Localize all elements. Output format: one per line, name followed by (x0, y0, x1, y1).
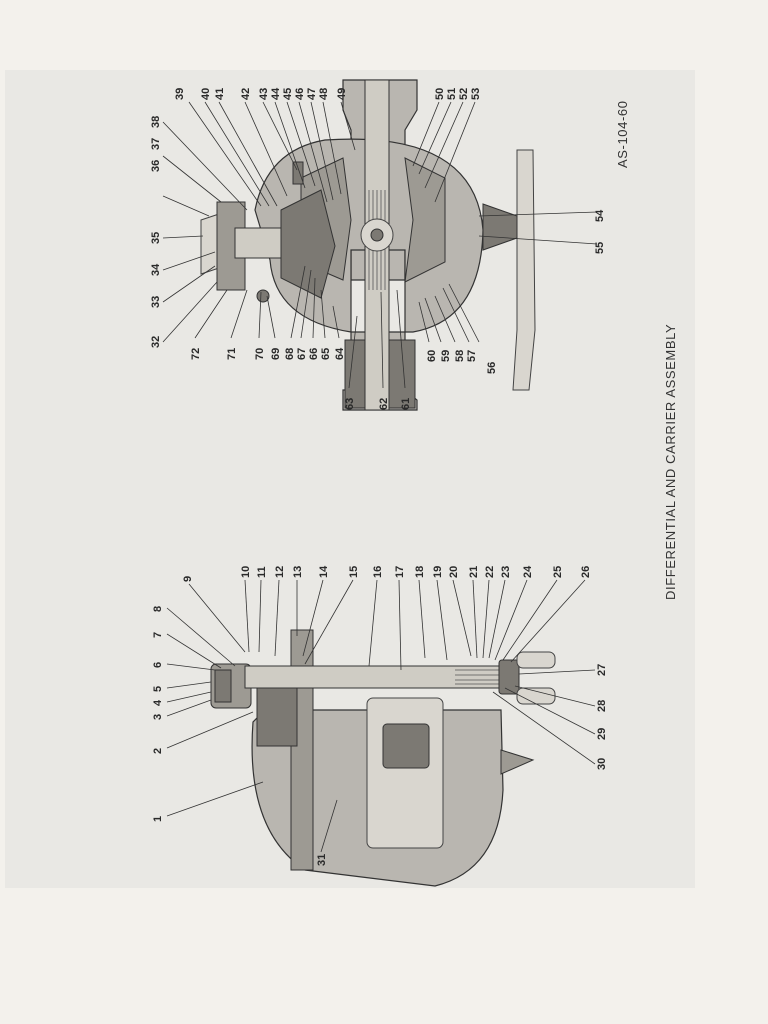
diagram-sheet: 32 33 34 35 36 37 38 39 40 41 42 43 44 4… (5, 70, 695, 888)
callout-41: 41 (214, 88, 226, 100)
callout-1: 1 (152, 816, 164, 822)
callout-19: 19 (432, 566, 444, 578)
callout-24: 24 (522, 565, 534, 578)
callout-47: 47 (306, 88, 318, 100)
callout-6: 6 (152, 662, 164, 668)
callout-20: 20 (448, 566, 460, 578)
callout-35: 35 (150, 232, 162, 244)
leader-lines (162, 101, 598, 853)
callout-27: 27 (596, 664, 608, 676)
callout-5: 5 (152, 686, 164, 692)
plate-number: AS-104-60 (615, 100, 630, 168)
callout-14: 14 (318, 565, 330, 578)
callout-8: 8 (152, 606, 164, 612)
differential-diagram: 32 33 34 35 36 37 38 39 40 41 42 43 44 4… (150, 79, 678, 887)
callout-63: 63 (344, 398, 356, 410)
callout-36: 36 (150, 160, 162, 172)
callout-31: 31 (316, 854, 328, 866)
callout-4: 4 (152, 699, 164, 706)
callout-28: 28 (596, 700, 608, 712)
callout-17: 17 (394, 566, 406, 578)
callout-66: 66 (308, 348, 320, 360)
callout-69: 69 (270, 348, 282, 360)
cross-section-view (200, 79, 536, 411)
callout-21: 21 (468, 566, 480, 578)
callout-62: 62 (378, 398, 390, 410)
callout-42: 42 (240, 88, 252, 100)
callout-22: 22 (484, 566, 496, 578)
callout-65: 65 (320, 348, 332, 360)
callout-54: 54 (594, 209, 606, 222)
callout-18: 18 (414, 566, 426, 578)
callout-38: 38 (150, 116, 162, 128)
callout-33: 33 (150, 296, 162, 308)
callout-67: 67 (296, 348, 308, 360)
callout-26: 26 (580, 566, 592, 578)
callout-12: 12 (274, 566, 286, 578)
callout-43: 43 (258, 88, 270, 100)
callout-34: 34 (150, 263, 162, 276)
callout-2: 2 (152, 748, 164, 754)
callout-50: 50 (434, 88, 446, 100)
callout-32: 32 (150, 336, 162, 348)
callout-60: 60 (426, 350, 438, 362)
callout-70: 70 (254, 348, 266, 360)
callout-52: 52 (458, 88, 470, 100)
callout-25: 25 (552, 566, 564, 578)
callout-13: 13 (292, 566, 304, 578)
callout-44: 44 (270, 87, 282, 100)
callout-71: 71 (226, 348, 238, 360)
callout-48: 48 (318, 88, 330, 100)
callout-9: 9 (182, 576, 194, 582)
callout-51: 51 (446, 88, 458, 100)
callout-58: 58 (454, 350, 466, 362)
callout-46: 46 (294, 88, 306, 100)
callout-72: 72 (190, 348, 202, 360)
callouts-upper: 32 33 34 35 36 37 38 39 40 41 42 43 44 4… (150, 87, 606, 410)
callout-16: 16 (372, 566, 384, 578)
callout-11: 11 (256, 566, 268, 578)
callout-10: 10 (240, 566, 252, 578)
callout-56: 56 (486, 362, 498, 374)
callout-53: 53 (470, 88, 482, 100)
callout-30: 30 (596, 758, 608, 770)
callout-59: 59 (440, 350, 452, 362)
callout-37: 37 (150, 138, 162, 150)
exterior-view (210, 629, 556, 887)
callout-40: 40 (200, 88, 212, 100)
callout-49: 49 (336, 88, 348, 100)
callout-7: 7 (152, 632, 164, 638)
callout-55: 55 (594, 242, 606, 254)
callout-57: 57 (466, 350, 478, 362)
diagram-caption: DIFFERENTIAL AND CARRIER ASSEMBLY (663, 324, 678, 600)
callout-39: 39 (174, 88, 186, 100)
callout-68: 68 (284, 348, 296, 360)
callout-64: 64 (334, 347, 346, 360)
callout-61: 61 (400, 398, 412, 410)
callouts-lower: 1 2 3 4 5 6 7 8 9 10 11 12 13 14 15 16 1… (152, 565, 608, 866)
callout-45: 45 (282, 88, 294, 100)
callout-29: 29 (596, 728, 608, 740)
callout-3: 3 (152, 714, 164, 720)
callout-23: 23 (500, 566, 512, 578)
callout-15: 15 (348, 566, 360, 578)
